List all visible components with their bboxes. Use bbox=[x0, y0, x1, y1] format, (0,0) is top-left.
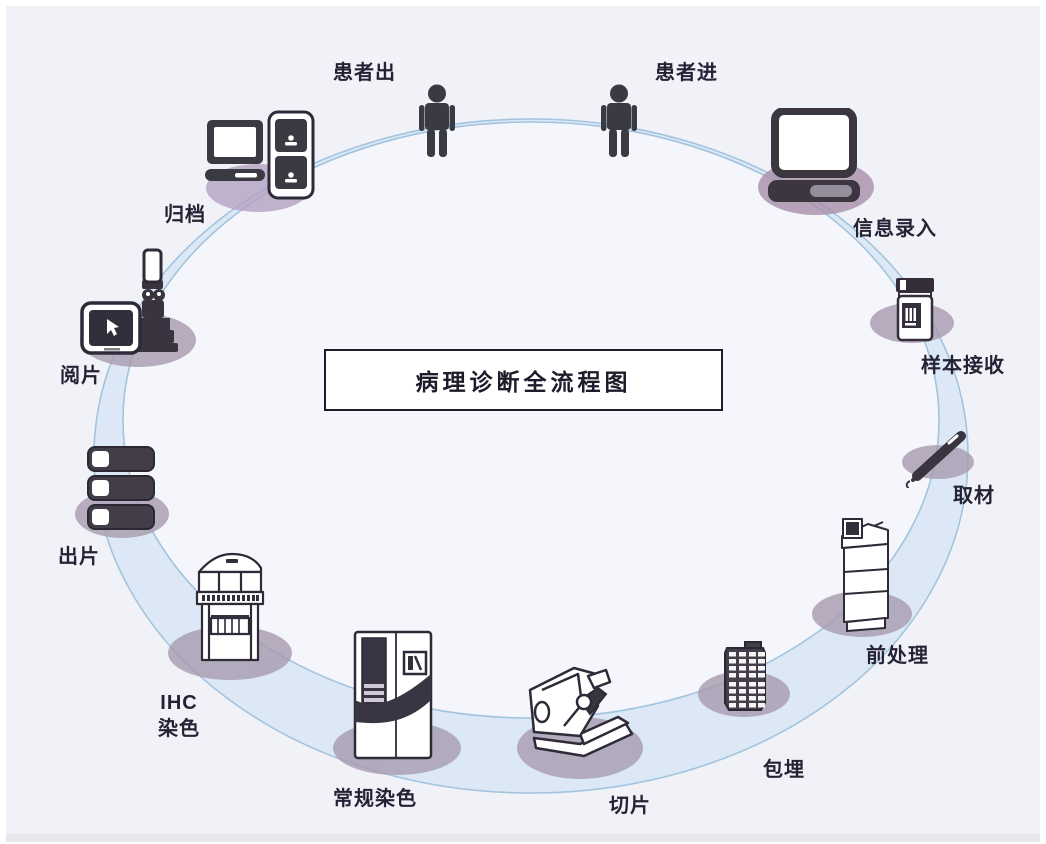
label-embedding: 包埋 bbox=[763, 759, 805, 781]
label-slide-reading: 阅片 bbox=[60, 365, 102, 387]
person-icon bbox=[419, 84, 455, 157]
label-archiving: 归档 bbox=[164, 204, 206, 226]
label-ihc-staining: IHC 染色 bbox=[147, 690, 211, 742]
label-grossing: 取材 bbox=[953, 485, 995, 507]
cassette-icon bbox=[724, 641, 766, 711]
bottom-strip bbox=[0, 834, 1046, 842]
label-sectioning: 切片 bbox=[609, 795, 651, 817]
label-patient-in: 患者进 bbox=[655, 62, 718, 84]
label-ihc-line1: IHC bbox=[160, 692, 198, 714]
label-pre-processing: 前处理 bbox=[866, 645, 929, 667]
slides-stack-icon bbox=[87, 446, 155, 530]
label-slide-output: 出片 bbox=[58, 546, 100, 568]
computer-cabinet-icon bbox=[205, 110, 315, 200]
stainer-machine-icon bbox=[353, 630, 433, 760]
label-routine-staining: 常规染色 bbox=[333, 788, 417, 810]
laptop-icon bbox=[768, 108, 860, 202]
specimen-jar-icon bbox=[896, 278, 934, 342]
ring-inner-ellipse bbox=[122, 121, 940, 719]
scalpel-icon bbox=[905, 431, 966, 488]
label-patient-out: 患者出 bbox=[333, 62, 396, 84]
microtome-icon bbox=[528, 666, 634, 758]
diagram-title: 病理诊断全流程图 bbox=[324, 349, 723, 411]
ihc-stainer-icon bbox=[195, 552, 265, 662]
monitor-microscope-icon bbox=[80, 248, 178, 355]
label-sample-reception: 样本接收 bbox=[921, 355, 1005, 377]
label-ihc-line2: 染色 bbox=[158, 718, 200, 740]
tissue-processor-icon bbox=[841, 518, 889, 632]
person-icon bbox=[601, 84, 637, 157]
label-info-entry: 信息录入 bbox=[853, 218, 937, 240]
